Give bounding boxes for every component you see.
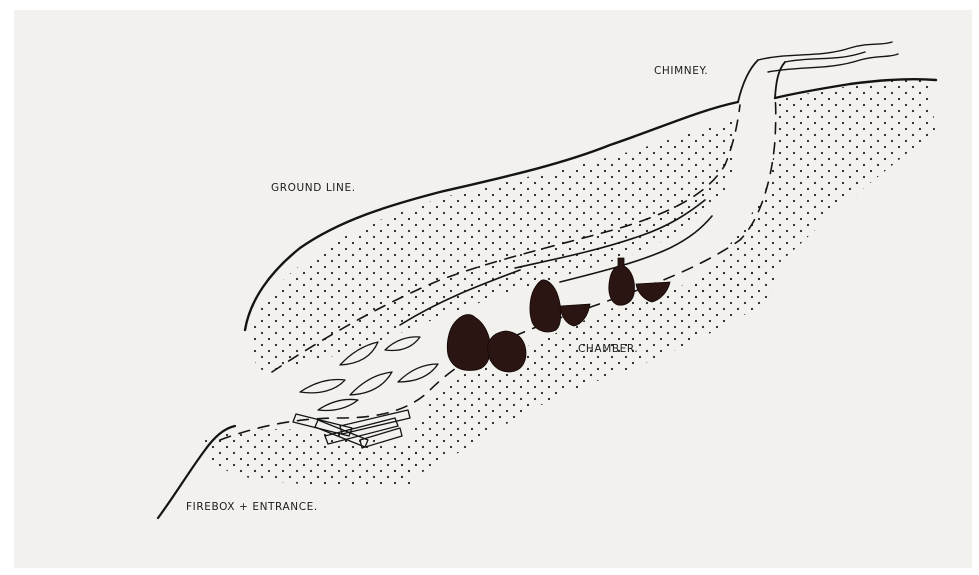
- large-jar: [447, 315, 490, 371]
- label-chimney: CHIMNEY.: [654, 65, 708, 77]
- earth-firebox-area: [205, 429, 420, 486]
- label-ground-line: GROUND LINE.: [271, 182, 356, 194]
- tall-jar: [530, 280, 561, 332]
- smoke-line-2: [768, 54, 898, 72]
- chimney-wall-right: [775, 62, 785, 98]
- chimney-wall-left: [738, 60, 758, 102]
- label-chamber: CHAMBER.: [578, 343, 638, 355]
- bottle-vase: [609, 258, 635, 305]
- label-firebox-entrance: FIREBOX + ENTRANCE.: [186, 501, 318, 513]
